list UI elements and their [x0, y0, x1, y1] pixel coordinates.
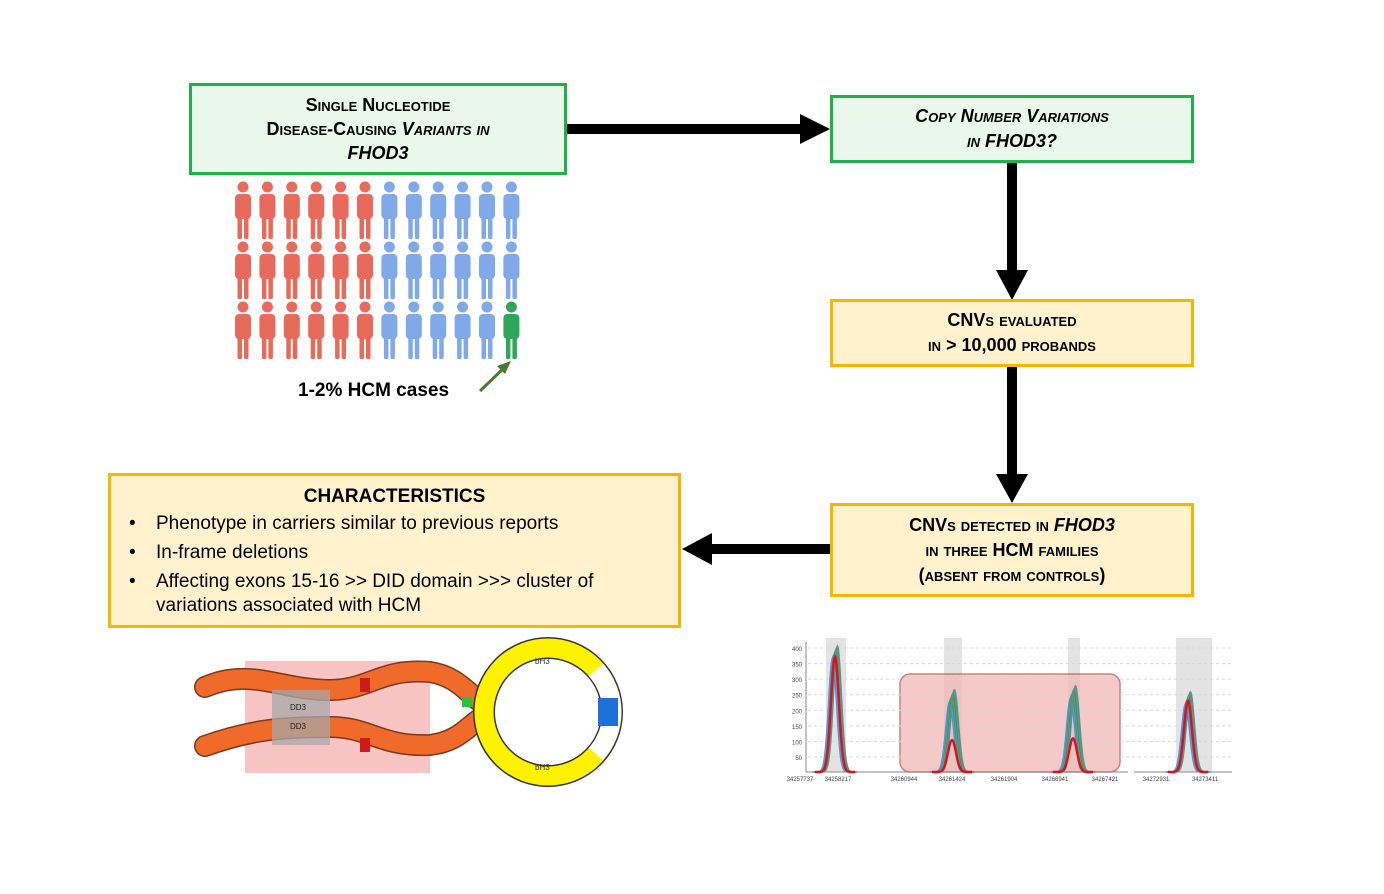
detected-line1: CNVs detected in FHOD3	[909, 513, 1115, 538]
x-tick-label: 34258217	[825, 777, 852, 783]
person-icon	[381, 241, 398, 299]
person-icon	[454, 181, 471, 239]
x-tick-label: 34261424	[939, 777, 966, 783]
person-icon	[381, 181, 398, 239]
snv-line1: Single Nucleotide	[305, 95, 451, 115]
y-tick-label: 350	[792, 663, 803, 669]
x-tick-label: 34273411	[1192, 777, 1219, 783]
cnv-question-line2b: FHOD3?	[985, 131, 1057, 151]
detected-line2: in three HCM families	[925, 539, 1099, 560]
person-icon	[479, 241, 495, 299]
characteristics-box: CHARACTERISTICS Phenotype in carriers si…	[108, 473, 681, 628]
person-icon	[357, 301, 373, 359]
snv-line2b: Variants in	[401, 119, 490, 139]
y-tick-label: 250	[792, 694, 803, 700]
arrow-head-right	[800, 114, 830, 144]
domain-label: DD3	[290, 722, 307, 731]
snv-box: Single Nucleotide Disease-Causing Varian…	[189, 83, 567, 175]
person-icon	[430, 241, 447, 299]
detected-line1b: FHOD3	[1053, 514, 1115, 535]
person-icon	[308, 181, 325, 239]
characteristics-item: Phenotype in carriers similar to previou…	[125, 512, 664, 536]
cnv-evaluated-box: CNVs evaluated in > 10,000 probands	[830, 299, 1194, 367]
person-icon	[405, 301, 422, 359]
person-icon	[332, 301, 349, 359]
cnv-question-line2a: in	[966, 131, 985, 151]
characteristics-list: Phenotype in carriers similar to previou…	[125, 512, 664, 623]
person-icon	[405, 181, 422, 239]
person-icon	[479, 181, 495, 239]
characteristics-item: In-frame deletions	[125, 541, 664, 565]
domain-label: bH3	[535, 763, 550, 772]
person-icon	[235, 301, 251, 359]
arrow-head-down-1	[996, 270, 1028, 300]
person-icon	[259, 301, 276, 359]
hcm-cases-caption: 1-2% HCM cases	[298, 380, 450, 401]
y-tick-label: 150	[792, 725, 803, 731]
person-icon	[405, 241, 422, 299]
person-icon	[332, 181, 349, 239]
arrow-snv-to-cnv	[567, 124, 803, 134]
person-icon	[454, 301, 471, 359]
person-icon	[308, 301, 325, 359]
person-icon	[308, 241, 325, 299]
x-tick-label: 34267421	[1092, 777, 1119, 783]
detected-line3: (absent from controls)	[918, 564, 1106, 585]
person-icon	[357, 241, 373, 299]
snv-line3: FHOD3	[347, 143, 409, 163]
cnv-question-line2: in FHOD3?	[967, 129, 1057, 154]
person-icon	[332, 241, 349, 299]
detected-line1a: CNVs detected in	[909, 514, 1054, 535]
y-tick-label: 400	[792, 647, 803, 653]
person-icon	[283, 241, 300, 299]
x-tick-label: 34257737	[787, 777, 814, 783]
arrow-head-down-2	[996, 474, 1028, 503]
evaluated-line1: CNVs evaluated	[947, 310, 1077, 330]
characteristics-item: Affecting exons 15-16 >> DID domain >>> …	[125, 570, 664, 618]
person-icon	[430, 301, 447, 359]
person-icon	[283, 301, 300, 359]
evaluated-line2: in > 10,000 probands	[928, 335, 1096, 355]
x-tick-label: 34261904	[991, 777, 1018, 783]
person-icon	[357, 181, 373, 239]
person-icon	[503, 181, 520, 239]
person-icon	[430, 181, 447, 239]
snv-line2a: Disease-Causing	[266, 119, 402, 139]
x-tick-label: 34260944	[891, 777, 918, 783]
cnv-question-line1: Copy Number Variations	[915, 106, 1109, 126]
arrow-detect-to-char	[710, 544, 830, 554]
x-tick-label: 34272931	[1143, 777, 1170, 783]
person-icon	[503, 301, 520, 359]
person-icon	[454, 241, 471, 299]
cnv-detected-box: CNVs detected in FHOD3 in three HCM fami…	[830, 503, 1194, 597]
person-icon	[479, 301, 495, 359]
x-tick-label: 34266941	[1042, 777, 1069, 783]
characteristics-title: CHARACTERISTICS	[303, 486, 486, 507]
person-icon	[381, 301, 398, 359]
cnv-question-box: Copy Number Variations in FHOD3?	[830, 95, 1194, 163]
person-icon	[259, 181, 276, 239]
domain-label: DD3	[290, 703, 307, 712]
arrow-head-left	[682, 533, 712, 565]
y-tick-label: 50	[795, 756, 802, 762]
person-icon	[503, 241, 520, 299]
domain-label: bH3	[535, 657, 550, 666]
snv-line2: Disease-Causing Variants in	[266, 117, 489, 141]
arrow-eval-to-detect	[1007, 367, 1017, 477]
arrow-cnv-to-eval	[1007, 163, 1017, 275]
person-icon	[235, 241, 251, 299]
y-tick-label: 300	[792, 678, 803, 684]
person-icon	[259, 241, 276, 299]
person-icon	[283, 181, 300, 239]
y-tick-label: 100	[792, 740, 803, 746]
person-icon	[235, 181, 251, 239]
y-tick-label: 200	[792, 709, 803, 715]
